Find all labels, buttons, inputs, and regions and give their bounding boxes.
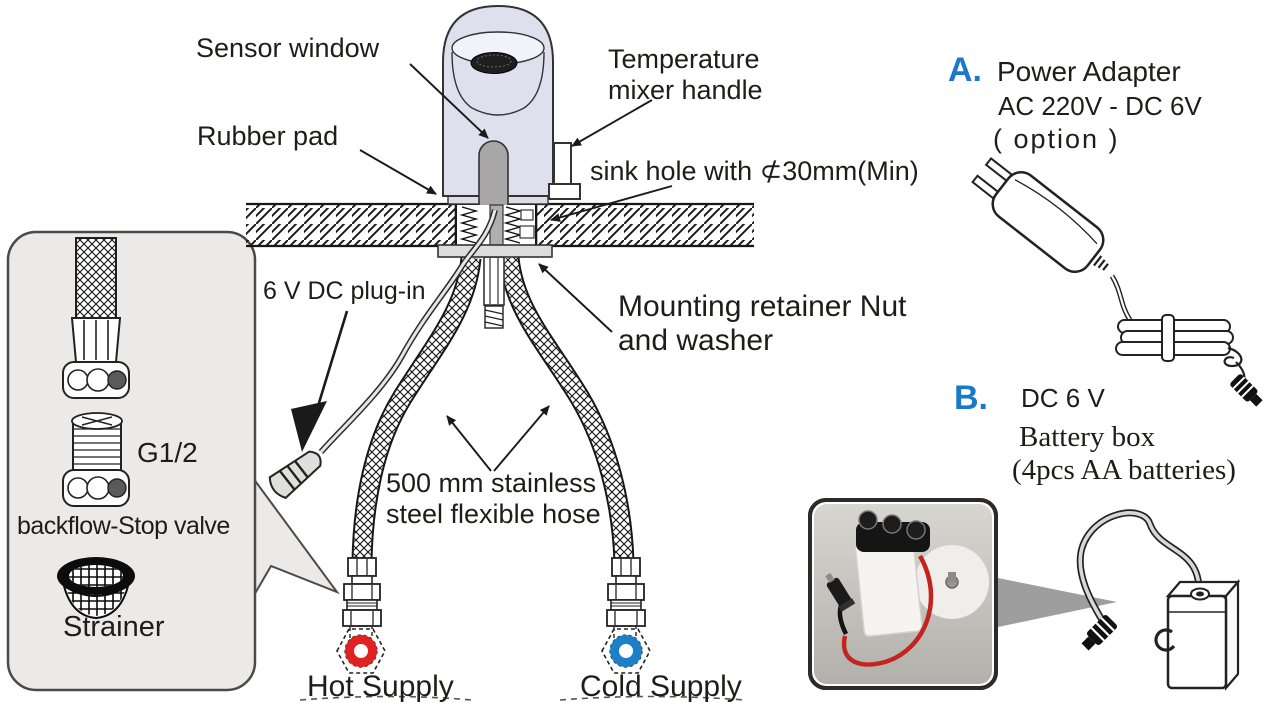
label-strainer: Strainer <box>63 611 165 643</box>
clip-ring-icon <box>1154 628 1176 652</box>
arrow-hose-right <box>493 405 550 472</box>
hot-supply-fitting <box>336 557 386 674</box>
hot-supply-ring <box>345 635 377 667</box>
aerator-icon <box>470 52 518 74</box>
label-option-a-letter: A. <box>948 51 982 89</box>
arrow-sensor-window <box>409 63 489 139</box>
label-rubber-pad: Rubber pad <box>197 121 339 151</box>
label-option-b-line2: (4pcs AA batteries) <box>1012 454 1236 486</box>
label-arrows <box>359 63 673 472</box>
mixer-handle-shape <box>553 142 572 187</box>
braided-hose-icon <box>62 237 130 399</box>
label-dc-plug-in: 6 V DC plug-in <box>263 277 426 305</box>
label-backflow-valve: backflow-Stop valve <box>17 512 230 540</box>
arrow-dc-plug <box>291 310 349 452</box>
backflow-valve-icon <box>62 412 130 507</box>
label-sensor-window: Sensor window <box>196 33 380 63</box>
battery-box-illustration <box>1076 509 1241 691</box>
strainer-icon <box>57 557 135 620</box>
flexible-hoses <box>351 256 635 563</box>
arrow-hose-left <box>446 415 492 472</box>
arrow-mixer-handle <box>571 99 653 147</box>
label-sink-hole: sink hole with ⊄30mm(Min) <box>590 156 919 186</box>
arrow-sink-hole <box>550 185 673 222</box>
label-flexible-hose: 500 mm stainless steel flexible hose <box>386 468 601 529</box>
label-option-b-line1: Battery box <box>1019 421 1156 453</box>
arrow-rubber-pad <box>359 149 437 195</box>
dc-cable <box>268 209 498 499</box>
label-hot-supply: Hot Supply <box>307 670 454 703</box>
label-g12: G1/2 <box>137 437 198 468</box>
cold-supply-ring <box>610 635 642 667</box>
counter-section <box>246 202 754 248</box>
label-mounting-retainer: Mounting retainer Nut and washer <box>618 290 907 357</box>
label-option-b-letter: B. <box>954 379 988 417</box>
label-option-a-note: ( option ) <box>993 124 1120 154</box>
faucet-illustration <box>442 4 581 230</box>
label-cold-supply: Cold Supply <box>580 670 742 703</box>
dc-plug-icon <box>268 450 322 499</box>
photo-dc-plug <box>825 572 856 612</box>
label-option-b-title: DC 6 V <box>1021 383 1105 413</box>
cutoff-dashes <box>299 695 746 701</box>
arrow-mounting-retainer <box>538 263 613 333</box>
label-temperature-mixer-handle: Temperature mixer handle <box>608 44 763 105</box>
cold-supply-fitting <box>601 557 651 674</box>
label-option-a-title: Power Adapter <box>997 56 1181 87</box>
photo-pointer-triangle <box>998 578 1117 627</box>
label-option-a-spec: AC 220V - DC 6V <box>998 91 1202 121</box>
mounting-washer-shape <box>437 244 553 258</box>
adapter-dc-plug-icon <box>1230 374 1263 407</box>
battery-box-photo <box>808 498 1117 690</box>
center-tube <box>483 256 505 329</box>
power-adapter-illustration <box>971 157 1263 407</box>
